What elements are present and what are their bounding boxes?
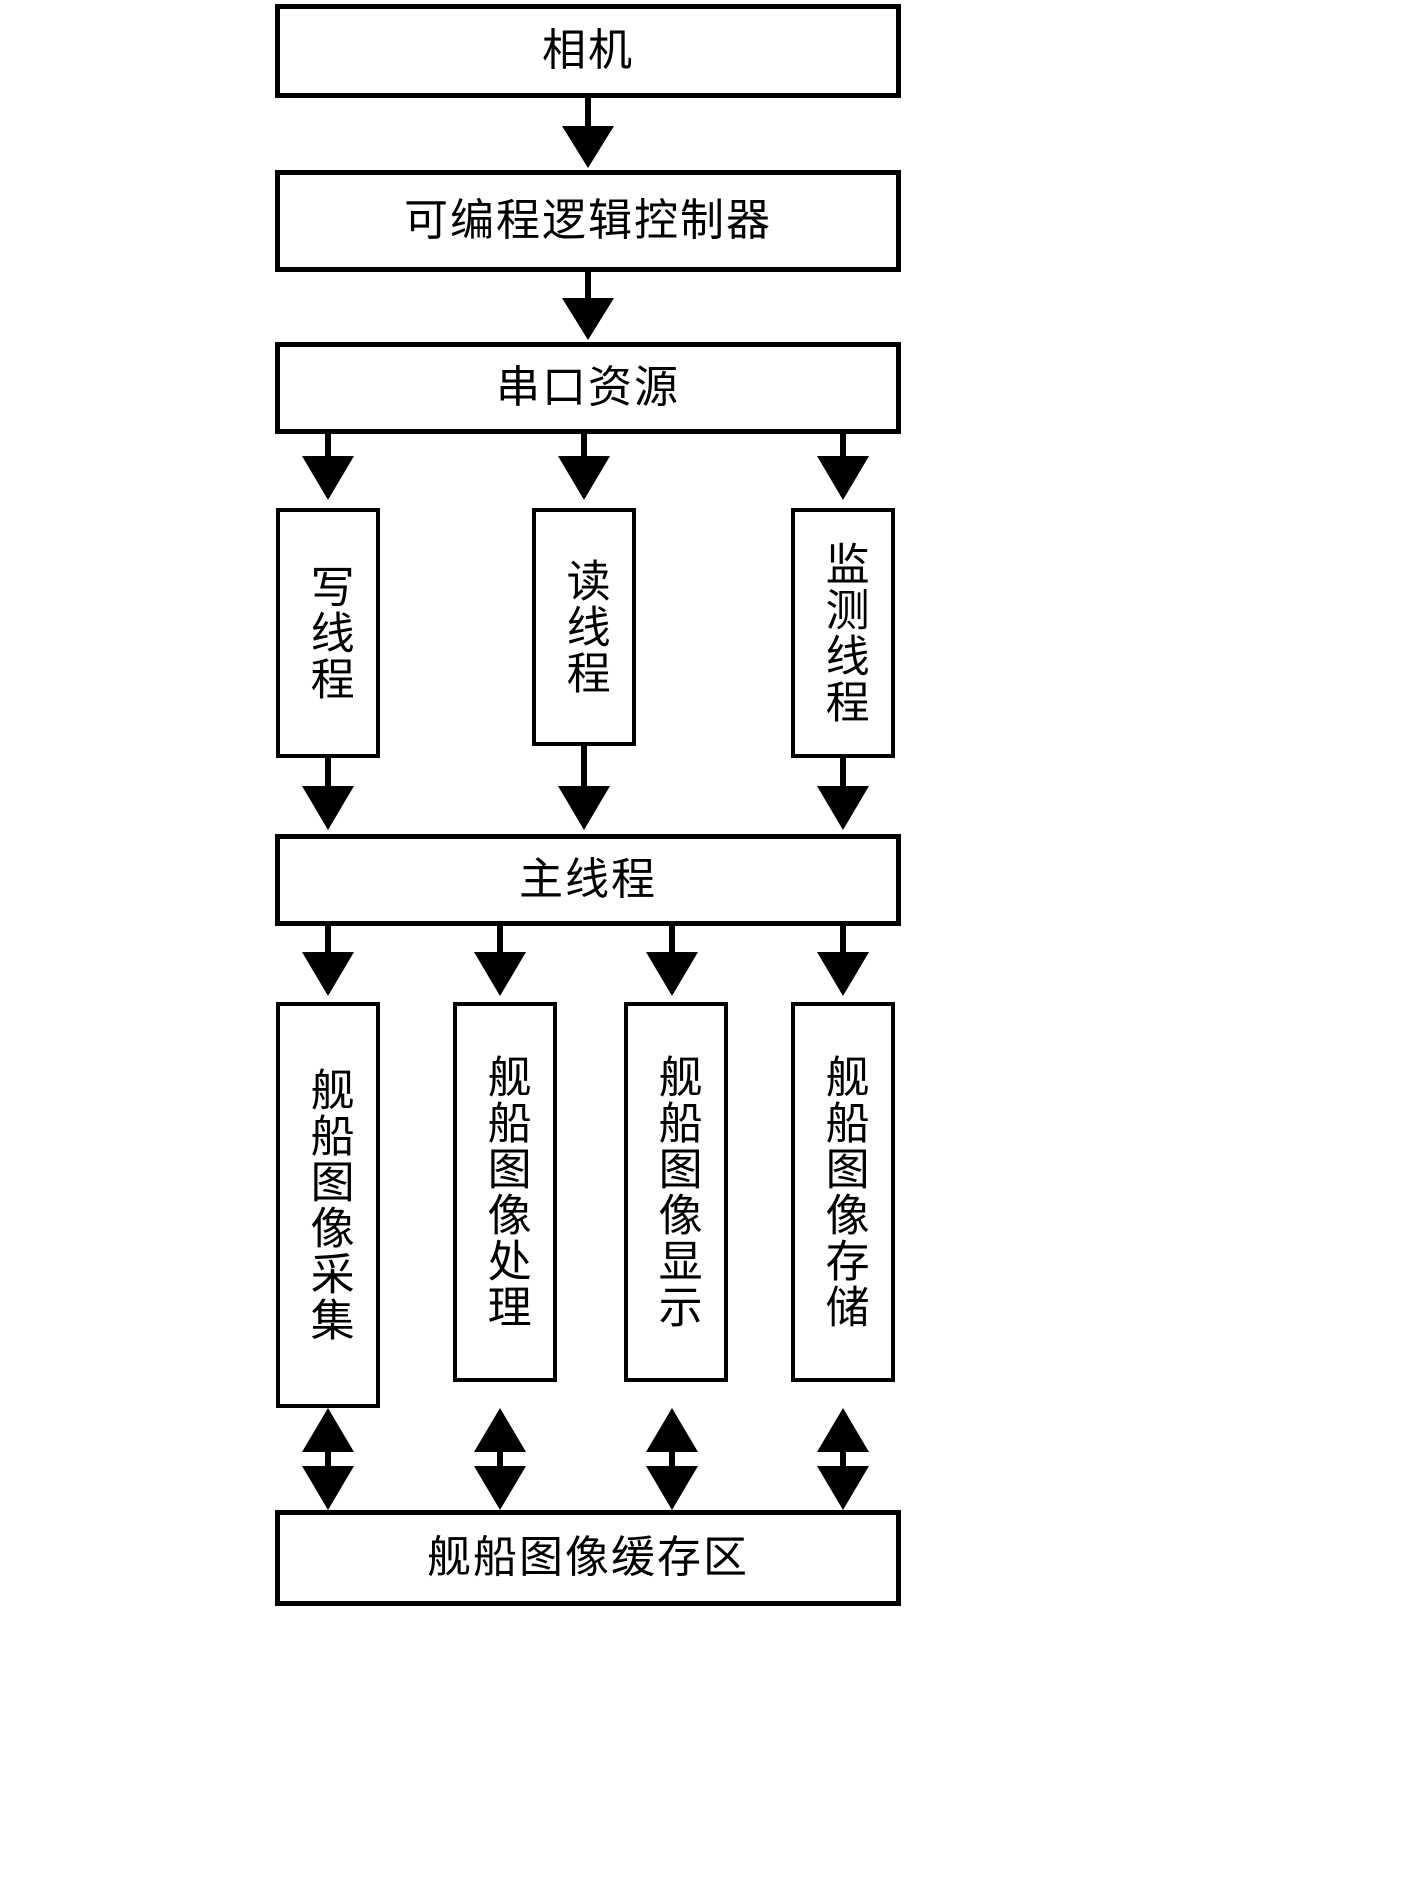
edge-camera-to-plc bbox=[562, 96, 614, 168]
node-monitor-thread[interactable]: 监测线程 bbox=[791, 508, 895, 758]
node-write-thread[interactable]: 写线程 bbox=[276, 508, 380, 758]
edge-main-thread-to-image-processing bbox=[474, 926, 526, 996]
node-serial-resource[interactable]: 串口资源 bbox=[275, 342, 901, 434]
edge-image-storage-to-buffer bbox=[817, 1408, 869, 1510]
node-write-thread-label: 写线程 bbox=[302, 564, 354, 702]
edge-main-thread-to-image-storage bbox=[817, 926, 869, 996]
node-image-storage[interactable]: 舰船图像存储 bbox=[791, 1002, 895, 1382]
node-image-display-label: 舰船图像显示 bbox=[650, 1054, 702, 1330]
edge-plc-to-serial bbox=[562, 272, 614, 340]
node-read-thread-label: 读线程 bbox=[558, 558, 610, 696]
node-main-thread[interactable]: 主线程 bbox=[275, 834, 901, 926]
node-image-buffer[interactable]: 舰船图像缓存区 bbox=[275, 1510, 901, 1606]
edge-main-thread-to-image-capture bbox=[302, 926, 354, 996]
node-image-processing[interactable]: 舰船图像处理 bbox=[453, 1002, 557, 1382]
edge-image-processing-to-buffer bbox=[474, 1408, 526, 1510]
node-image-capture-label: 舰船图像采集 bbox=[302, 1067, 354, 1343]
edge-read-thread-to-main-thread bbox=[558, 745, 610, 830]
edge-serial-to-write-thread bbox=[302, 432, 354, 500]
edge-serial-to-monitor-thread bbox=[817, 432, 869, 500]
edge-image-display-to-buffer bbox=[646, 1408, 698, 1510]
node-image-buffer-label: 舰船图像缓存区 bbox=[427, 1531, 749, 1583]
node-image-storage-label: 舰船图像存储 bbox=[817, 1054, 869, 1330]
node-plc-label: 可编程逻辑控制器 bbox=[404, 194, 772, 246]
edge-main-thread-to-image-display bbox=[646, 926, 698, 996]
edge-write-thread-to-main-thread bbox=[302, 757, 354, 830]
node-image-processing-label: 舰船图像处理 bbox=[479, 1054, 531, 1330]
node-main-thread-label: 主线程 bbox=[519, 853, 657, 905]
node-camera[interactable]: 相机 bbox=[275, 4, 901, 98]
node-read-thread[interactable]: 读线程 bbox=[532, 508, 636, 746]
node-plc[interactable]: 可编程逻辑控制器 bbox=[275, 170, 901, 272]
node-image-display[interactable]: 舰船图像显示 bbox=[624, 1002, 728, 1382]
node-image-capture[interactable]: 舰船图像采集 bbox=[276, 1002, 380, 1408]
node-monitor-thread-label: 监测线程 bbox=[817, 541, 869, 725]
edge-image-capture-to-buffer bbox=[302, 1408, 354, 1510]
node-serial-resource-label: 串口资源 bbox=[496, 361, 680, 413]
node-camera-label: 相机 bbox=[542, 24, 634, 76]
edge-serial-to-read-thread bbox=[558, 432, 610, 500]
edge-monitor-thread-to-main-thread bbox=[817, 757, 869, 830]
